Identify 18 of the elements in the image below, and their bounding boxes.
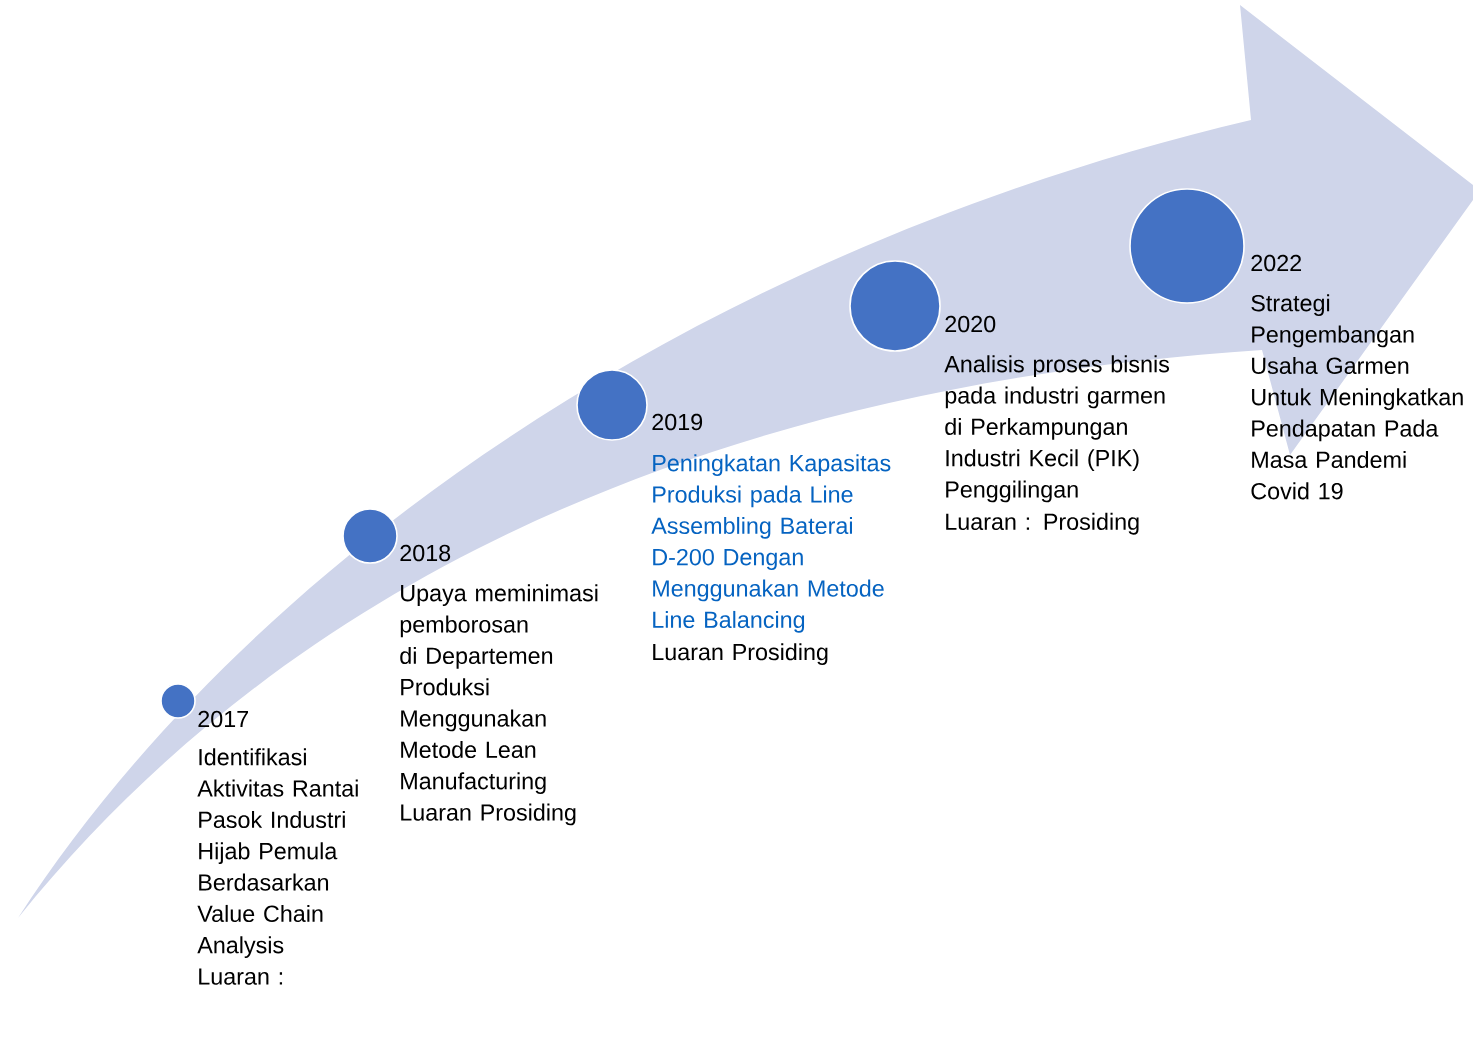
timeline-dot <box>160 683 196 719</box>
milestone-text: Upaya meminimasi pemborosan di Departemen Produksi Menggunakan Metode Lean Manufacturing Luaran Prosiding <box>400 584 598 826</box>
link-text: Peningkatan Kapasitas Produksi pada Line Assembling Baterai D-200 Dengan Menggunakan Metode Line Balancing <box>651 454 891 633</box>
milestone-text: Strategi Pengembangan Usaha Garmen Untuk Meningkatkan Pendapatan Pada Masa Pandemi Covid 19 <box>1251 294 1463 500</box>
output-note: Luaran : Prosiding <box>946 512 1139 535</box>
milestone-text: Identifikasi Aktivitas Rantai Pasok Industri Hijab Pemula Berdasarkan Value Chain Analysis <box>197 748 358 958</box>
year-label: 2019 <box>652 413 703 431</box>
timeline-dot <box>342 508 398 564</box>
year-label: 2017 <box>198 710 248 728</box>
timeline-dot <box>576 369 648 441</box>
year-label: 2018 <box>400 544 451 562</box>
milestone-text: Analisis proses bisnis pada industri garmen di Perkampungan Industri Kecil (PIK) Penggilingan <box>944 355 1170 503</box>
output-note: Luaran : <box>199 968 283 985</box>
year-label: 2022 <box>1251 254 1301 272</box>
output-note: Luaran Prosiding <box>653 643 828 665</box>
timeline-dot <box>849 260 941 352</box>
year-label: 2020 <box>945 315 996 333</box>
timeline-dot <box>1129 188 1245 304</box>
